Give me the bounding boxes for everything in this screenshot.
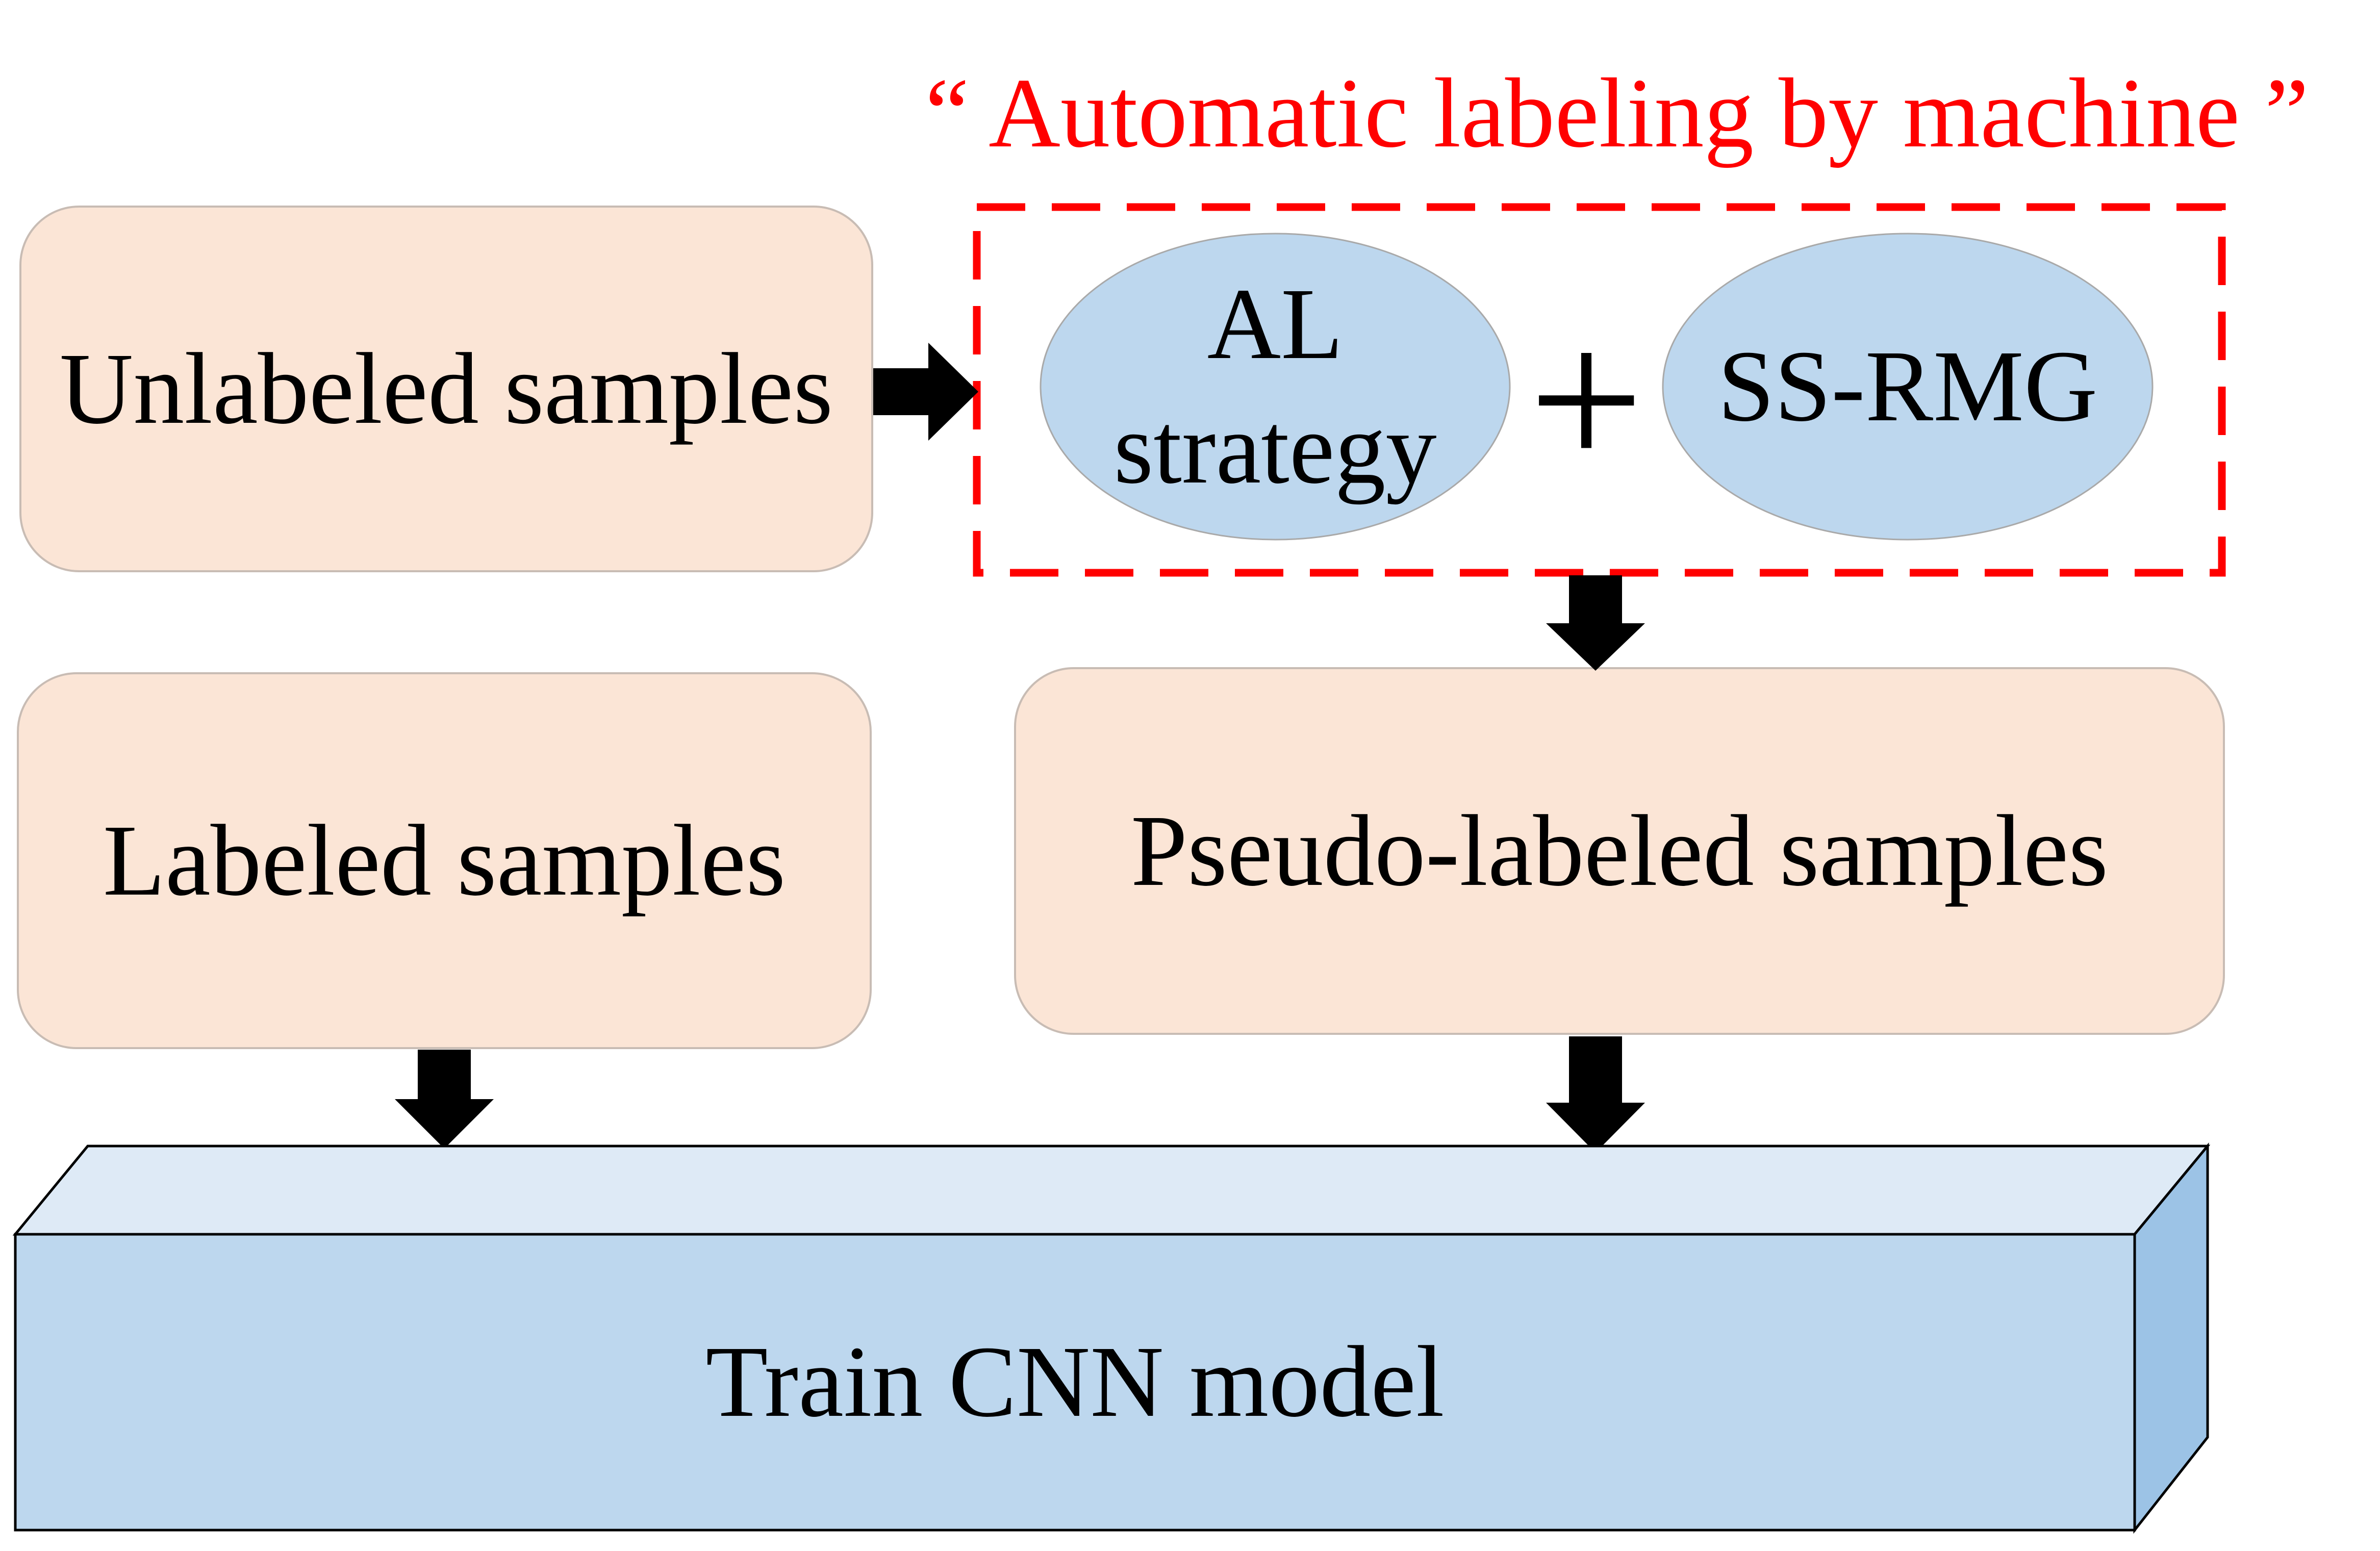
unlabeled-samples-box [19, 206, 873, 572]
ss-rmg-label: SS-RMG [1717, 330, 2098, 443]
arrow-down-labeled-to-train-icon [395, 1050, 494, 1149]
arrow-right-unlabeled-to-machine-icon [873, 343, 978, 441]
arrow-down-pseudo-to-train-icon [1546, 1036, 1645, 1153]
train-cnn-box-top-face [12, 1145, 2211, 1236]
pseudo-labeled-samples-box [1014, 667, 2225, 1035]
plus-operator: + [1529, 287, 1644, 513]
arrow-down-machine-to-pseudo-icon [1546, 575, 1645, 671]
train-cnn-box-front-face [14, 1233, 2136, 1532]
machine-labeling-dashed-box [973, 203, 2226, 577]
pseudo-labeled-samples-label: Pseudo-labeled samples [1130, 794, 2109, 907]
al-strategy-label: AL strategy [1113, 268, 1437, 505]
labeled-samples-box [17, 672, 872, 1049]
al-strategy-ellipse [1040, 233, 1511, 541]
unlabeled-samples-label: Unlabeled samples [59, 332, 833, 445]
title-automatic-labeling: “ Automatic labeling by machine ” [925, 58, 2309, 168]
labeled-samples-label: Labeled samples [103, 804, 786, 917]
ss-rmg-ellipse [1662, 233, 2154, 541]
train-cnn-label: Train CNN model [705, 1326, 1445, 1438]
